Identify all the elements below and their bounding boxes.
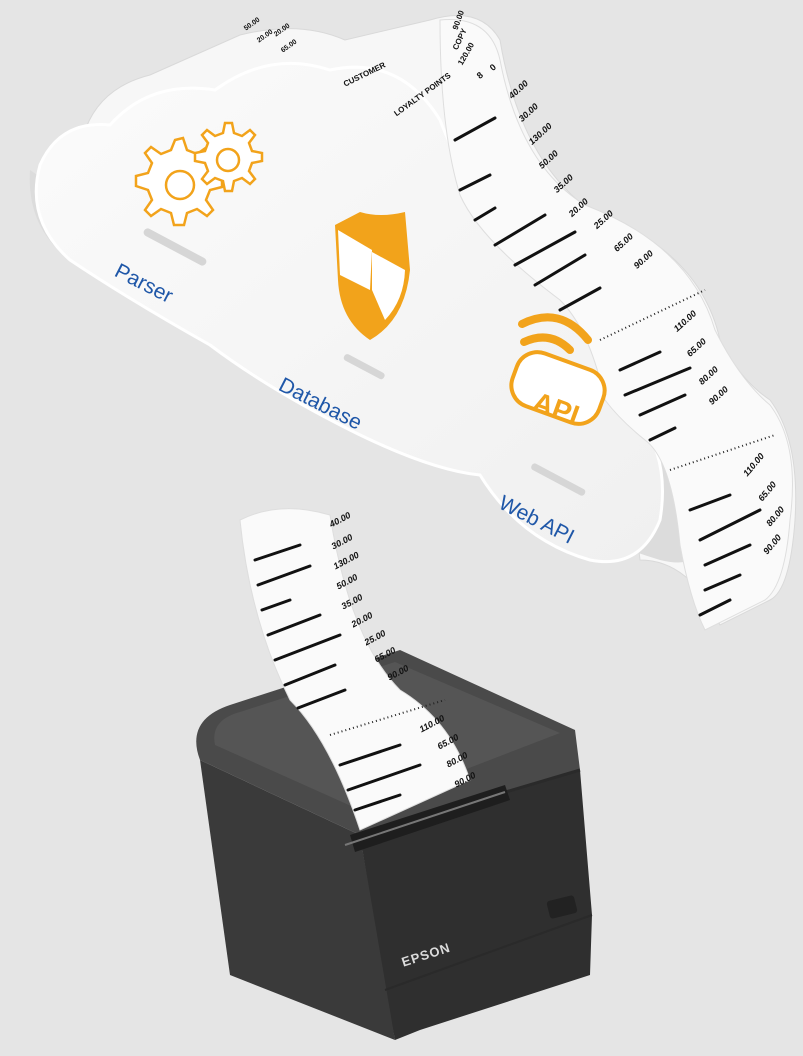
gear-icon-small bbox=[195, 123, 262, 191]
